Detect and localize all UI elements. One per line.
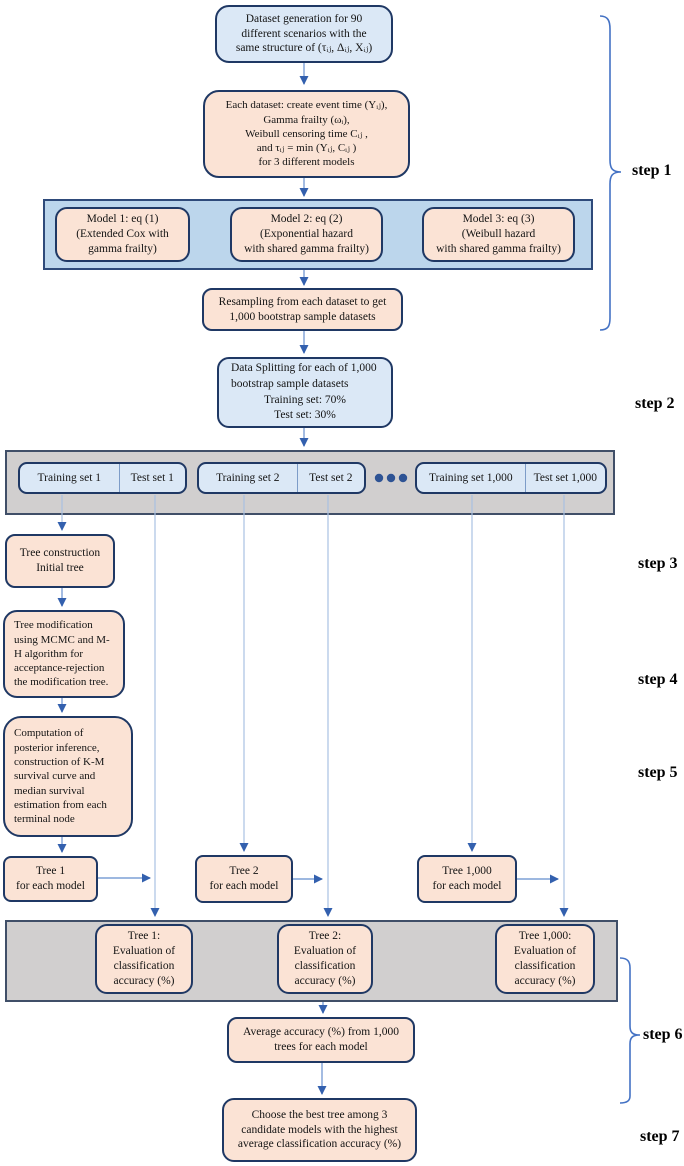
node-model-2: Model 2: eq (2) (Exponential hazard with…	[230, 207, 383, 262]
data-splitting-line3: Training set: 70%	[264, 393, 346, 406]
node-dataset-generation: Dataset generation for 90 different scen…	[215, 5, 393, 63]
data-splitting-line2: bootstrap sample datasets	[231, 377, 349, 390]
node-eval-tree-1000: Tree 1,000: Evaluation of classification…	[495, 924, 595, 994]
node-tree-modification: Tree modification using MCMC and M- H al…	[3, 610, 125, 698]
node-eval-tree-1: Tree 1: Evaluation of classification acc…	[95, 924, 193, 994]
training-set-1000: Training set 1,000	[429, 472, 513, 484]
node-tree-1: Tree 1 for each model	[3, 856, 98, 902]
node-model-3: Model 3: eq (3) (Weibull hazard with sha…	[422, 207, 575, 262]
node-eval-tree-2: Tree 2: Evaluation of classification acc…	[277, 924, 373, 994]
node-tree-2: Tree 2 for each model	[195, 855, 293, 903]
node-each-dataset: Each dataset: create event time (Yᵢⱼ), G…	[203, 90, 410, 178]
node-data-splitting: Data Splitting for each of 1,000 bootstr…	[217, 357, 393, 428]
node-average-accuracy: Average accuracy (%) from 1,000 trees fo…	[227, 1017, 415, 1063]
long-connectors	[57, 495, 569, 917]
test-set-2: Test set 2	[296, 464, 364, 492]
split-set-1: Training set 1 Test set 1	[18, 462, 187, 494]
node-model-1: Model 1: eq (1) (Extended Cox with gamma…	[55, 207, 190, 262]
step-4-label: step 4	[638, 671, 678, 688]
step-6-label: step 6	[643, 1026, 683, 1043]
node-computation: Computation of posterior inference, cons…	[3, 716, 133, 837]
training-set-1: Training set 1	[37, 472, 102, 484]
node-resampling: Resampling from each dataset to get 1,00…	[202, 288, 403, 331]
node-tree-1000: Tree 1,000 for each model	[417, 855, 517, 903]
training-set-2: Training set 2	[216, 472, 280, 484]
step-7-label: step 7	[640, 1128, 680, 1145]
test-set-1: Test set 1	[118, 464, 185, 492]
step-1-label: step 1	[632, 162, 672, 179]
split-set-2: Training set 2 Test set 2	[197, 462, 366, 494]
step1-bracket	[599, 15, 622, 331]
data-splitting-line1: Data Splitting for each of 1,000	[231, 362, 377, 375]
step6-bracket	[619, 957, 641, 1104]
step-3-label: step 3	[638, 555, 678, 572]
node-tree-construction: Tree construction Initial tree	[5, 534, 115, 588]
test-set-1000: Test set 1,000	[524, 464, 605, 492]
data-splitting-line4: Test set: 30%	[274, 409, 336, 422]
step-2-label: step 2	[635, 395, 675, 412]
step-5-label: step 5	[638, 764, 678, 781]
node-choose-best: Choose the best tree among 3 candidate m…	[222, 1098, 417, 1162]
split-set-1000: Training set 1,000 Test set 1,000	[415, 462, 607, 494]
